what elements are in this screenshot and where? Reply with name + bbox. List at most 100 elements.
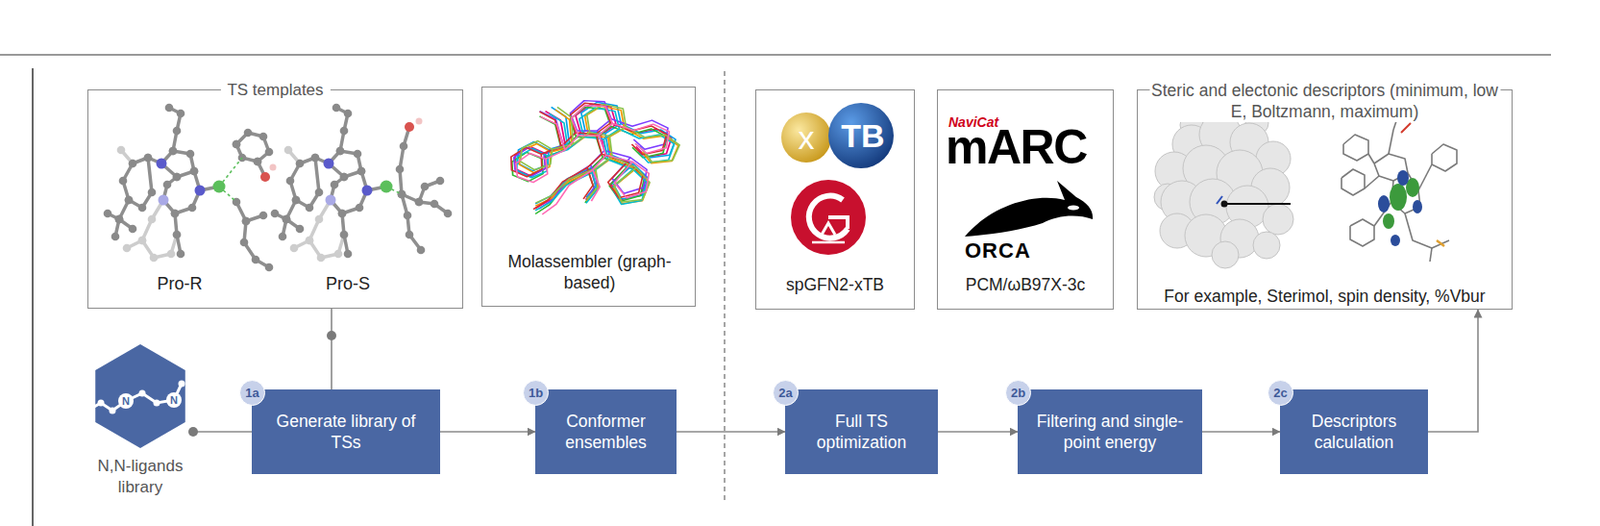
process-box: 2cDescriptors calculation [1280,389,1428,474]
molecule-structure [219,157,243,202]
template-box: TS templatesPro-RPro-S [87,89,464,309]
structure-caption: Pro-R [141,272,219,295]
process-box: 1aGenerate library of TSs [251,389,441,474]
chain-atom [153,399,161,407]
chain-atom [109,407,117,415]
sterimol-vector [1224,202,1291,205]
steric-map [1154,111,1294,269]
flow-connector [676,430,786,433]
molecule-structure [274,107,394,258]
process-box: 2aFull TS optimization [785,389,938,474]
divider-line [723,71,726,500]
molecule-structure [107,107,277,268]
program-logo [821,222,836,235]
program-logo [812,241,845,245]
structure-caption: Pro-S [309,272,387,295]
conformer-overlay [508,94,684,217]
spin-density-structure [1341,169,1365,196]
molecule-structure [418,180,441,202]
logo-text: ORCA [964,239,1032,263]
logo-text: mARC [945,120,1087,174]
spin-density-structure [1388,129,1394,154]
spin-density-structure [1397,170,1409,186]
spin-density-structure [1341,115,1457,262]
conformer-overlay [516,97,685,216]
descriptor-box: Steric and electonic descriptors (minimu… [1136,89,1513,310]
step-label: Descriptors calculation [1296,389,1412,474]
flow-connector [1427,309,1478,432]
chain-atom [87,407,92,415]
spin-density-structure [1343,134,1369,161]
flow-connector [1202,430,1280,433]
spin-density-structure [1436,240,1445,247]
molecule-structure [404,122,415,132]
process-box: 2bFiltering and single-point energy [1017,389,1203,474]
molecule-structure [246,215,264,222]
step-label: Conformer ensembles [548,389,665,474]
step-number: 2c [1267,379,1294,406]
spin-density-structure [1364,175,1379,189]
spin-density-structure [1390,234,1401,247]
ligand-library-icon: N N N,N-ligands library [87,343,194,497]
chain-symbol [87,383,182,411]
xtb-logo [828,102,894,169]
molecule-structure [416,118,423,125]
logo-text: x [791,118,821,157]
step-label: Filtering and single-point energy [1026,389,1195,474]
program-logo [790,179,866,255]
steric-map [1253,231,1280,259]
atom-label: N [166,392,182,408]
tool-caption: Molassembler (graph-based) [501,250,678,294]
spin-density-structure [1401,123,1411,133]
orca-logo [964,180,1093,237]
chain-atom [178,380,186,388]
tool-caption: spGFN2-xTB [756,273,914,296]
spin-density-structure [1418,164,1432,191]
logo-text: TB [834,116,892,155]
steric-map [1262,203,1294,235]
xtb-logo [781,112,832,163]
tool-box: spGFN2-xTB [755,89,915,310]
spin-density-structure [1382,213,1395,229]
step-label: Generate library of TSs [273,389,419,474]
xtb-logo [781,102,894,169]
box-heading: TS templates [220,79,330,101]
step-number: 2b [1005,379,1032,406]
spin-density-structure [1378,195,1390,213]
chain-atom [166,392,182,408]
spin-density-structure [1368,153,1375,164]
molecule-structure [236,132,270,162]
tool-box: Molassembler (graph-based) [481,86,696,307]
molecule-structure [399,126,448,250]
spin-density-structure [1429,247,1432,262]
sterimol-vector [1216,196,1291,208]
sterimol-vector [1221,200,1229,208]
conformer-overlay [515,99,682,217]
program-logo [809,196,848,239]
orca-logo [964,180,1093,237]
spin-density-structure [1341,115,1457,262]
atom-label: N [118,393,134,409]
program-logo [790,179,866,255]
molecule-structure [236,132,270,268]
molecule-structure [107,107,226,258]
spin-density-structure [1389,183,1407,211]
step-number: 2a [772,379,799,406]
step-label: Full TS optimization [809,389,915,474]
spin-density-structure [1350,219,1375,247]
steric-map [1211,241,1239,269]
flow-connector [440,430,536,433]
spin-density-structure [1431,144,1457,172]
molecule-structure [236,201,270,268]
molecule-structure [260,172,271,182]
molecule-structure [270,164,277,172]
chain-atom [118,393,134,409]
conformer-overlay [509,98,678,217]
library-label: N,N-ligands library [87,455,194,498]
box-heading: Steric and electonic descriptors (minimu… [1149,79,1501,123]
flow-connector [937,430,1018,433]
process-box: 1bConformer ensembles [535,389,677,474]
molecule-structure [401,194,448,214]
junction-dot [188,426,198,437]
